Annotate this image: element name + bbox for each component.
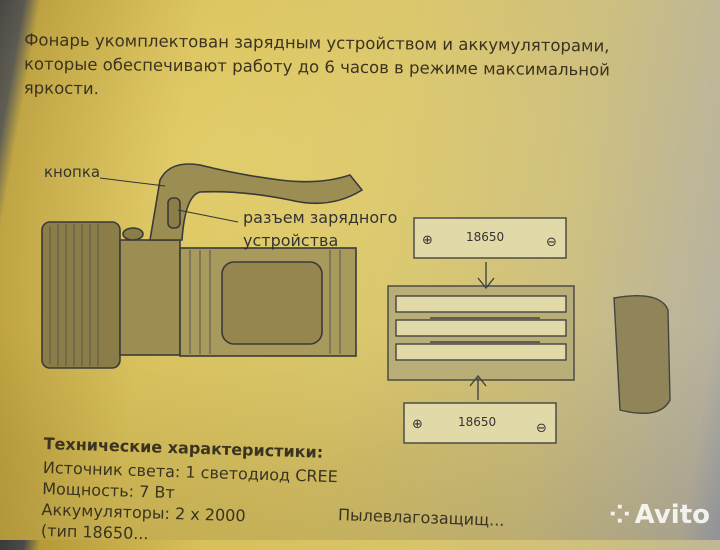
- svg-text:⊖: ⊖: [536, 421, 547, 436]
- avito-logo-icon: ⁘: [608, 500, 631, 530]
- battery-bottom-label: 18650: [458, 415, 497, 429]
- button-label: кнопка: [44, 163, 101, 181]
- avito-watermark: ⁘Avito: [609, 500, 710, 530]
- charger-socket-label-2: устройства: [243, 231, 339, 250]
- watermark-text: Avito: [634, 500, 710, 530]
- battery-top-label: 18650: [466, 230, 505, 244]
- svg-text:⊖: ⊖: [546, 235, 557, 250]
- charger-socket-label: разъем зарядного: [243, 208, 398, 227]
- svg-text:⊕: ⊕: [422, 233, 433, 248]
- specs: Технические характеристики: Источник све…: [41, 433, 339, 550]
- svg-text:⊕: ⊕: [412, 417, 423, 432]
